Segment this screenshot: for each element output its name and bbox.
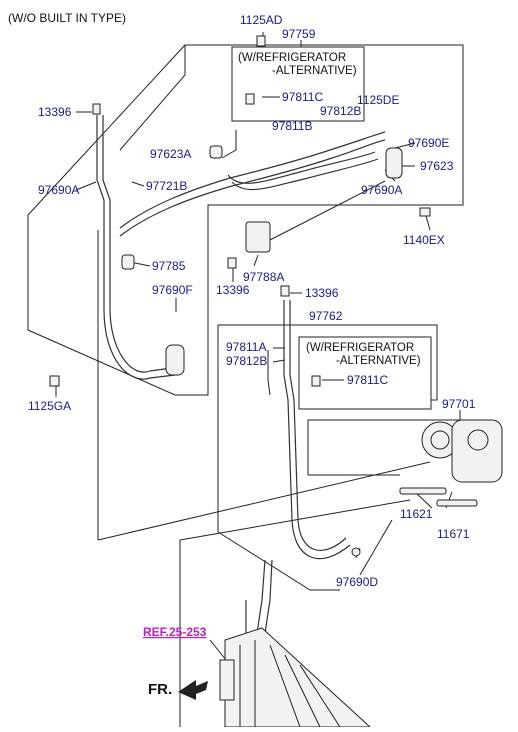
bolt-13396-icon bbox=[92, 103, 101, 115]
option-box-mid-part: 97811C bbox=[347, 373, 388, 387]
option-box-top-line1: (W/REFRIGERATOR bbox=[238, 52, 346, 64]
option-box-mid-line2: -ALTERNATIVE) bbox=[336, 355, 421, 367]
front-arrow-icon bbox=[178, 680, 208, 700]
option-box-mid-line1: (W/REFRIGERATOR bbox=[306, 342, 414, 354]
label-97788a: 97788A bbox=[243, 270, 284, 284]
label-1140ex: 1140EX bbox=[403, 233, 445, 247]
label-1125ad: 1125AD bbox=[240, 13, 283, 27]
label-97690a-a: 97690A bbox=[361, 183, 402, 197]
clip-97623a-icon bbox=[209, 145, 223, 159]
bolt-11671-icon bbox=[436, 499, 478, 507]
condenser-icon bbox=[219, 627, 372, 728]
label-97812b-b: 97812B bbox=[226, 354, 267, 368]
bolt-13396-c-icon bbox=[280, 285, 290, 297]
label-97811a: 97811A bbox=[226, 340, 266, 354]
label-97690e: 97690E bbox=[408, 136, 449, 150]
bracket-97788a-icon bbox=[245, 221, 271, 253]
label-13396-a: 13396 bbox=[38, 105, 72, 119]
label-1125de: 1125DE bbox=[357, 93, 399, 107]
label-11621: 11621 bbox=[400, 507, 433, 521]
label-11671: 11671 bbox=[437, 527, 470, 541]
bolt-13396-b-icon bbox=[227, 257, 237, 269]
bolt-1140ex-icon bbox=[419, 207, 431, 217]
option-box-mid: (W/REFRIGERATOR -ALTERNATIVE) 97811C bbox=[298, 336, 432, 410]
label-97785: 97785 bbox=[152, 259, 186, 273]
option-box-top-line2: -ALTERNATIVE) bbox=[272, 65, 357, 77]
receiver-drier-icon bbox=[385, 147, 403, 179]
label-97690f: 97690F bbox=[152, 283, 193, 297]
label-1125ga: 1125GA bbox=[28, 399, 71, 413]
muffler-icon bbox=[165, 344, 185, 376]
ref-link[interactable]: REF.25-253 bbox=[143, 625, 207, 639]
label-97812b-a: 97812B bbox=[320, 104, 361, 118]
label-97623a: 97623A bbox=[150, 147, 191, 161]
label-97623: 97623 bbox=[420, 159, 454, 173]
label-97701: 97701 bbox=[442, 397, 476, 411]
part-labels: 1125AD 97759 13396 97812B 1125DE 97811B … bbox=[28, 13, 476, 589]
valve-97785-icon bbox=[121, 254, 135, 270]
leader-lines bbox=[27, 32, 464, 727]
clip-97811c-b-icon bbox=[311, 375, 321, 387]
label-97721b: 97721B bbox=[146, 179, 187, 193]
bolt-1125ad-icon bbox=[256, 35, 266, 47]
label-97762: 97762 bbox=[309, 309, 343, 323]
bolt-11621-icon bbox=[399, 487, 447, 495]
bolt-1125ga-icon bbox=[49, 375, 60, 387]
compressor-icon bbox=[421, 419, 503, 483]
label-97759: 97759 bbox=[282, 27, 316, 41]
label-97690d: 97690D bbox=[336, 575, 378, 589]
label-97811b: 97811B bbox=[272, 119, 312, 133]
option-box-top: (W/REFRIGERATOR -ALTERNATIVE) 97811C bbox=[231, 46, 365, 122]
oring-97690d-icon bbox=[351, 547, 361, 557]
label-13396-b: 13396 bbox=[216, 283, 250, 297]
label-97690a-b: 97690A bbox=[38, 183, 79, 197]
header-note: (W/O BUILT IN TYPE) bbox=[8, 11, 126, 25]
clip-97811c-icon bbox=[245, 93, 255, 105]
front-label: FR. bbox=[148, 681, 172, 698]
option-box-top-part: 97811C bbox=[282, 90, 323, 104]
label-13396-c: 13396 bbox=[305, 286, 339, 300]
parts bbox=[49, 35, 503, 728]
